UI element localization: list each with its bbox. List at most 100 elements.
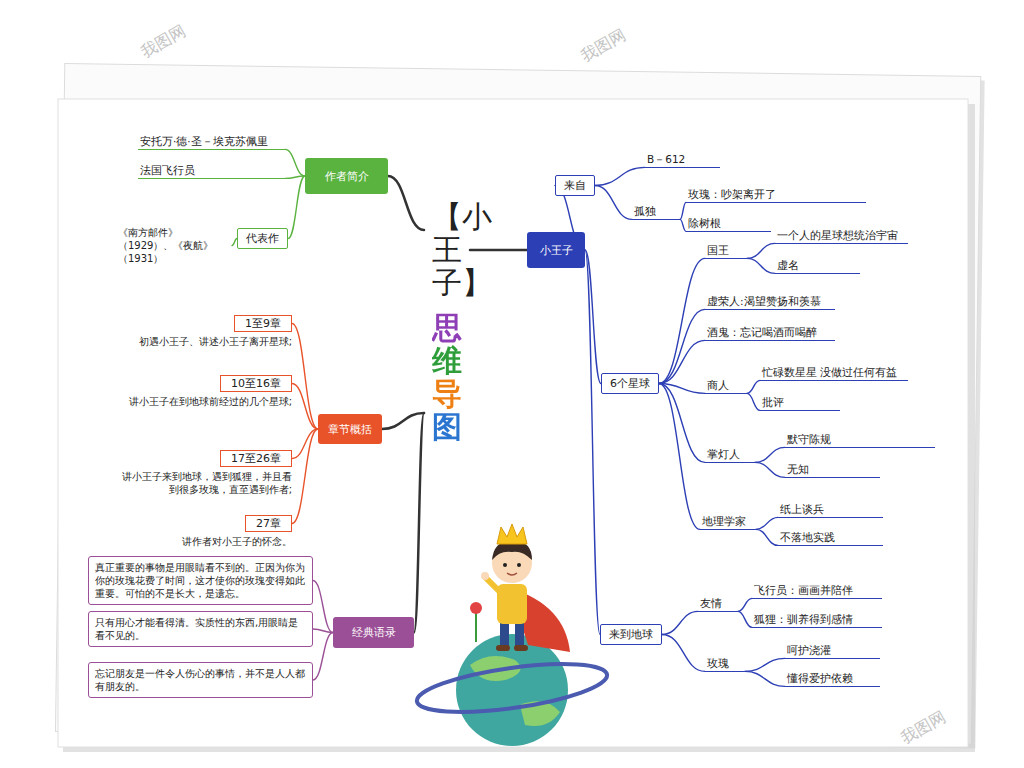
connector: [747, 243, 775, 258]
connector: [662, 611, 698, 634]
topic-text: 虚名: [777, 259, 799, 271]
subtitle-text: 思维导图: [432, 311, 462, 443]
rose-stem: [475, 612, 477, 642]
leaf-topic: 法国飞行员: [138, 163, 285, 179]
connector: [662, 635, 705, 672]
chapter-row: 10至16章: [117, 372, 292, 392]
leg: [500, 620, 509, 648]
leaf-topic: 友情: [698, 596, 738, 612]
connector: [659, 384, 700, 530]
chapter-topic: 10至16章讲小王子在到地球前经过的几个星球;: [117, 372, 292, 408]
topic-text: 友情: [700, 597, 722, 609]
chapter-row: 17至26章: [117, 447, 292, 467]
topic-text: 批评: [762, 396, 784, 408]
leaf-topic: 懂得爱护依赖: [785, 671, 880, 687]
connector: [382, 413, 424, 429]
topic-text: 《南方邮件》（1929）、《夜航》（1931）: [118, 227, 213, 264]
leaf-topic: 批评: [760, 395, 840, 411]
connector: [738, 611, 752, 627]
leaf-topic: 不落地实践: [778, 530, 883, 546]
connector: [755, 462, 785, 477]
chapter-label: 10至16章: [220, 375, 292, 392]
planet: [414, 634, 610, 746]
topic-text: 呵护浇灌: [787, 644, 831, 656]
topic-text: 章节概括: [328, 422, 372, 437]
arm: [486, 578, 500, 592]
leaf-topic: 无知: [785, 462, 880, 478]
topic-text: 虚荣人:渴望赞扬和羡慕: [707, 295, 821, 307]
topic-text: 真正重要的事物是用眼睛看不到的。正因为你为你的玫瑰花费了时间，这才使你的玫瑰变得…: [95, 562, 305, 599]
connector: [659, 340, 705, 383]
connector: [313, 633, 333, 681]
connector: [585, 250, 600, 635]
topic-text: 酒鬼：忘记喝酒而喝醉: [707, 326, 817, 338]
leaf-topic: 虚名: [775, 258, 860, 274]
connector: [659, 258, 705, 383]
leaf-topic: 忙碌数星星 没做过任何有益: [760, 365, 908, 381]
chapter-row: 27章: [117, 512, 292, 532]
eye: [503, 563, 507, 567]
crown: [497, 524, 527, 544]
connector: [738, 598, 752, 611]
chapter-label: 17至26章: [220, 450, 292, 467]
topic-text: 国王: [707, 244, 729, 256]
connector: [747, 393, 760, 410]
topic-text: 一个人的星球想统治宇宙: [777, 229, 898, 241]
connector: [745, 658, 785, 671]
branch-box: 小王子: [527, 232, 585, 268]
mouth: [507, 573, 517, 575]
connector: [292, 429, 318, 524]
chapter-label: 1至9章: [234, 315, 292, 332]
branch-box: 经典语录: [333, 617, 414, 648]
leaf-topic: 地理学家: [700, 514, 756, 530]
topic-text: 玫瑰：吵架离开了: [688, 188, 776, 200]
leaf-topic: 一个人的星球想统治宇宙: [775, 228, 908, 244]
eye: [517, 563, 521, 567]
connector: [756, 517, 778, 529]
quote-box: 忘记朋友是一件令人伤心的事情，并不是人人都有朋友的。: [88, 662, 313, 698]
chapter-row: 1至9章: [117, 312, 292, 332]
connector: [659, 384, 705, 394]
connector: [747, 258, 775, 273]
topic-text: 只有用心才能看得清。实质性的东西,用眼睛是看不见的。: [95, 617, 298, 641]
connector: [313, 629, 333, 633]
leaf-topic: 商人: [705, 378, 747, 394]
leaf-topic: 玫瑰: [705, 656, 745, 672]
planet-ring: [414, 655, 610, 721]
connector: [595, 167, 645, 185]
topic-text: 飞行员：画画并陪伴: [754, 584, 853, 596]
shoe: [496, 645, 510, 651]
leaf-topic: 飞行员：画画并陪伴: [752, 583, 882, 599]
sheet: [58, 99, 968, 747]
connector: [288, 176, 305, 239]
shoe: [514, 645, 528, 651]
connector: [292, 384, 318, 430]
topic-text: 忙碌数星星 没做过任何有益: [762, 366, 897, 378]
topic-text: 经典语录: [352, 625, 396, 640]
quote-box: 只有用心才能看得清。实质性的东西,用眼睛是看不见的。: [88, 611, 313, 647]
leaf-topic: 孤独: [632, 204, 680, 220]
topic-text: 玫瑰: [707, 657, 729, 669]
back-sheet: [55, 64, 984, 749]
connector: [313, 581, 333, 633]
topic-text: 来到地球: [609, 628, 653, 641]
chapter-topic: 17至26章讲小王子来到地球，遇到狐狸，并且看到很多玫瑰，直至遇到作者;: [117, 447, 292, 496]
topic-text: 狐狸：驯养得到感情: [754, 613, 853, 625]
rose-flower: [470, 602, 482, 614]
connector: [285, 149, 305, 176]
sub-topic-box: 来自: [555, 175, 595, 196]
connector: [756, 529, 778, 545]
connector: [414, 413, 424, 633]
connector: [747, 380, 760, 393]
connector: [292, 324, 318, 430]
leaf-topic: 默守陈规: [785, 432, 935, 448]
topic-text: 安托万·德·圣－埃克苏佩里: [140, 135, 268, 147]
topic-text: 代表作: [246, 232, 279, 245]
leaf-topic: 虚荣人:渴望赞扬和羡慕: [705, 294, 835, 310]
branch-box: 作者简介: [305, 158, 388, 194]
topic-text: B－612: [647, 153, 685, 165]
text-topic: 《南方邮件》（1929）、《夜航》（1931）: [118, 226, 232, 265]
topic-text: 纸上谈兵: [780, 503, 824, 515]
